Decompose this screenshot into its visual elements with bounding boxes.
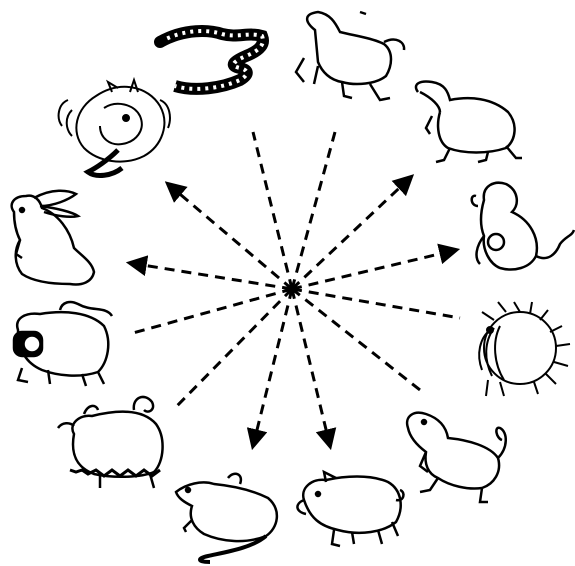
rat-icon <box>176 474 277 562</box>
rabbit-icon <box>12 191 94 285</box>
line-to-rooster <box>292 289 460 318</box>
rooster-icon <box>479 302 570 396</box>
line-to-tiger <box>133 289 292 333</box>
line-to-pig <box>292 289 330 446</box>
monkey-icon <box>472 183 574 270</box>
line-to-rat <box>253 289 292 446</box>
center-point <box>289 286 295 292</box>
dragon-icon <box>59 80 170 175</box>
line-to-ox <box>173 289 292 410</box>
line-to-snake <box>253 132 292 289</box>
line-to-horse <box>292 132 335 289</box>
ox-icon <box>58 397 163 488</box>
line-to-monkey <box>292 250 456 289</box>
snake-icon <box>155 31 263 89</box>
line-to-rabbit <box>130 263 292 289</box>
line-to-goat <box>292 177 411 289</box>
tiger-icon <box>14 302 112 386</box>
line-to-dog <box>292 289 420 390</box>
goat-icon <box>416 81 522 162</box>
pig-icon <box>297 472 403 546</box>
horse-icon <box>296 12 404 100</box>
dog-icon <box>407 413 506 502</box>
